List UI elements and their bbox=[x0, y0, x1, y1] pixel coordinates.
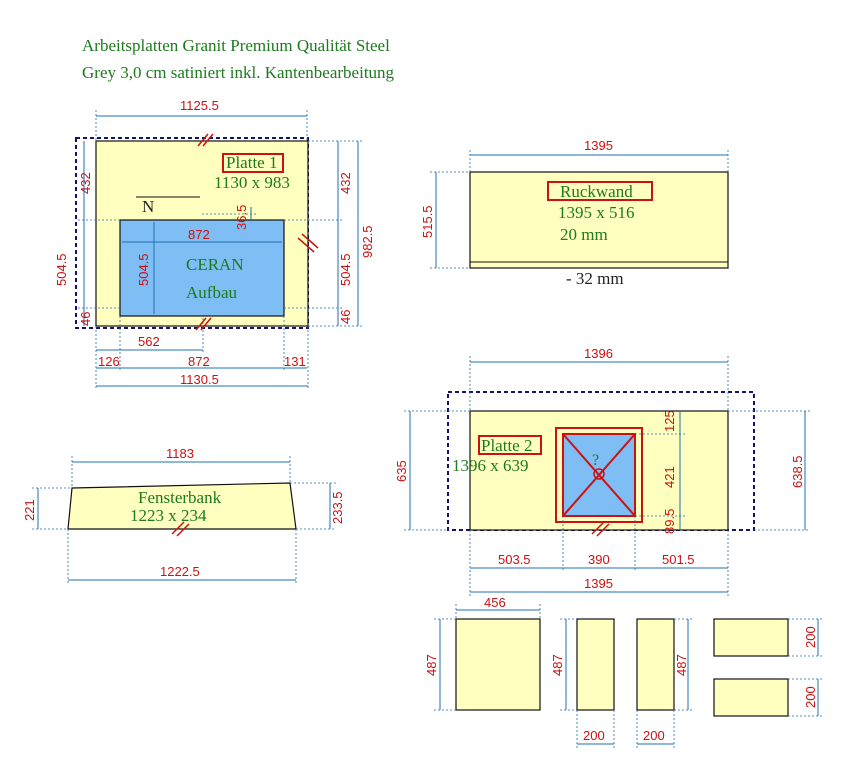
dim-p1-right-total: 982.5 bbox=[360, 225, 375, 258]
piece-1 bbox=[455, 618, 541, 711]
dim-p2-b-right: 501.5 bbox=[662, 552, 695, 567]
dim-p2-b-mid: 390 bbox=[588, 552, 610, 567]
dim-p1-b-left: 126 bbox=[98, 354, 120, 369]
piece-2 bbox=[576, 618, 615, 711]
dim-p2-right: 638.5 bbox=[790, 455, 805, 488]
sink-outer-box bbox=[555, 427, 643, 523]
platte-2-drawing: ? Platte 2 1396 x 639 1396 635 638.5 125… bbox=[394, 346, 810, 596]
dim-piece-2-h: 487 bbox=[550, 654, 565, 676]
piece-4 bbox=[713, 618, 789, 657]
dim-p1-cut-width: 872 bbox=[188, 227, 210, 242]
dim-p1-inner-left: 504.5 bbox=[136, 253, 151, 286]
drain-icon bbox=[593, 468, 605, 480]
dim-piece-3-h: 487 bbox=[674, 654, 689, 676]
title-line-1: Arbeitsplatten Granit Premium Qualität S… bbox=[82, 36, 390, 55]
dim-fb-left: 221 bbox=[22, 499, 37, 521]
dim-piece-2-w: 200 bbox=[583, 728, 605, 743]
dim-p1-b-right: 131 bbox=[284, 354, 306, 369]
dim-p1-small-v: 36.5 bbox=[234, 205, 249, 230]
piece-3 bbox=[636, 618, 675, 711]
dim-p1-b-total: 1130.5 bbox=[180, 372, 219, 387]
platte-1-drawing: Platte 1 1130 x 983 CERAN Aufbau N 1125.… bbox=[54, 98, 375, 390]
dim-p2-v-top: 125 bbox=[662, 410, 677, 432]
dim-p1-left-bot: 46 bbox=[78, 312, 93, 326]
dim-p1-right-bot: 46 bbox=[338, 310, 353, 324]
dim-p1-left-top: 432 bbox=[78, 172, 93, 194]
dim-piece-3-w: 200 bbox=[643, 728, 665, 743]
platte-1-label: Platte 1 bbox=[226, 153, 277, 172]
dim-p2-top: 1396 bbox=[584, 346, 613, 361]
dim-piece-5-h: 200 bbox=[803, 686, 818, 708]
dim-piece-1-h: 487 bbox=[424, 654, 439, 676]
platte-2-label-box bbox=[478, 435, 542, 455]
small-pieces: 456 487 487 200 487 200 200 bbox=[424, 595, 824, 748]
ruckwand-plate bbox=[469, 171, 729, 269]
dim-p1-right-top: 432 bbox=[338, 172, 353, 194]
dim-p1-offset: 562 bbox=[138, 334, 160, 349]
dim-p1-b-mid: 872 bbox=[188, 354, 210, 369]
dim-fb-top: 1183 bbox=[166, 446, 194, 461]
title-line-2: Grey 3,0 cm satiniert inkl. Kantenbearbe… bbox=[82, 63, 395, 82]
dim-p2-v-bot: 89.5 bbox=[662, 509, 677, 534]
section-marker-glyph: N bbox=[142, 197, 154, 216]
piece-5 bbox=[713, 678, 789, 717]
dim-fb-right: 233.5 bbox=[330, 491, 345, 524]
dim-p2-b-left: 503.5 bbox=[498, 552, 531, 567]
dim-p1-top: 1125.5 bbox=[180, 98, 219, 113]
platte-1-label-box bbox=[222, 153, 284, 173]
dim-fb-bottom: 1222.5 bbox=[160, 564, 200, 579]
ceran-sub-label: Aufbau bbox=[186, 283, 237, 302]
sink-question: ? bbox=[592, 452, 599, 469]
fensterbank-drawing: Fensterbank 1223 x 234 1183 221 233.5 12… bbox=[22, 446, 345, 584]
fensterbank-size: 1223 x 234 bbox=[130, 506, 207, 525]
platte-2-size: 1396 x 639 bbox=[452, 456, 529, 475]
platte-1-outline-dashed bbox=[75, 137, 309, 329]
dim-rw-top: 1395 bbox=[584, 138, 613, 153]
fensterbank-label: Fensterbank bbox=[138, 488, 222, 507]
dim-p2-left: 635 bbox=[394, 460, 409, 482]
ruckwand-drawing: Ruckwand 1395 x 516 20 mm - 32 mm 1395 5… bbox=[420, 138, 729, 288]
dim-piece-4-h: 200 bbox=[803, 626, 818, 648]
dim-p2-v-mid: 421 bbox=[662, 466, 677, 488]
dim-piece-1-w: 456 bbox=[484, 595, 506, 610]
dim-p2-b-total: 1395 bbox=[584, 576, 613, 591]
dim-p1-left-mid: 504.5 bbox=[54, 253, 69, 286]
platte-1-size: 1130 x 983 bbox=[214, 173, 290, 192]
dim-p1-right-mid: 504.5 bbox=[338, 253, 353, 286]
ruckwand-label: Ruckwand bbox=[560, 182, 633, 201]
ruckwand-note: - 32 mm bbox=[566, 269, 624, 288]
ceran-label: CERAN bbox=[186, 255, 244, 274]
platte-2-label: Platte 2 bbox=[481, 436, 532, 455]
ruckwand-thickness: 20 mm bbox=[560, 225, 608, 244]
ruckwand-size: 1395 x 516 bbox=[558, 203, 635, 222]
ceran-cutout bbox=[119, 219, 285, 317]
dim-rw-left: 515.5 bbox=[420, 205, 435, 238]
ruckwand-label-box bbox=[547, 181, 653, 201]
